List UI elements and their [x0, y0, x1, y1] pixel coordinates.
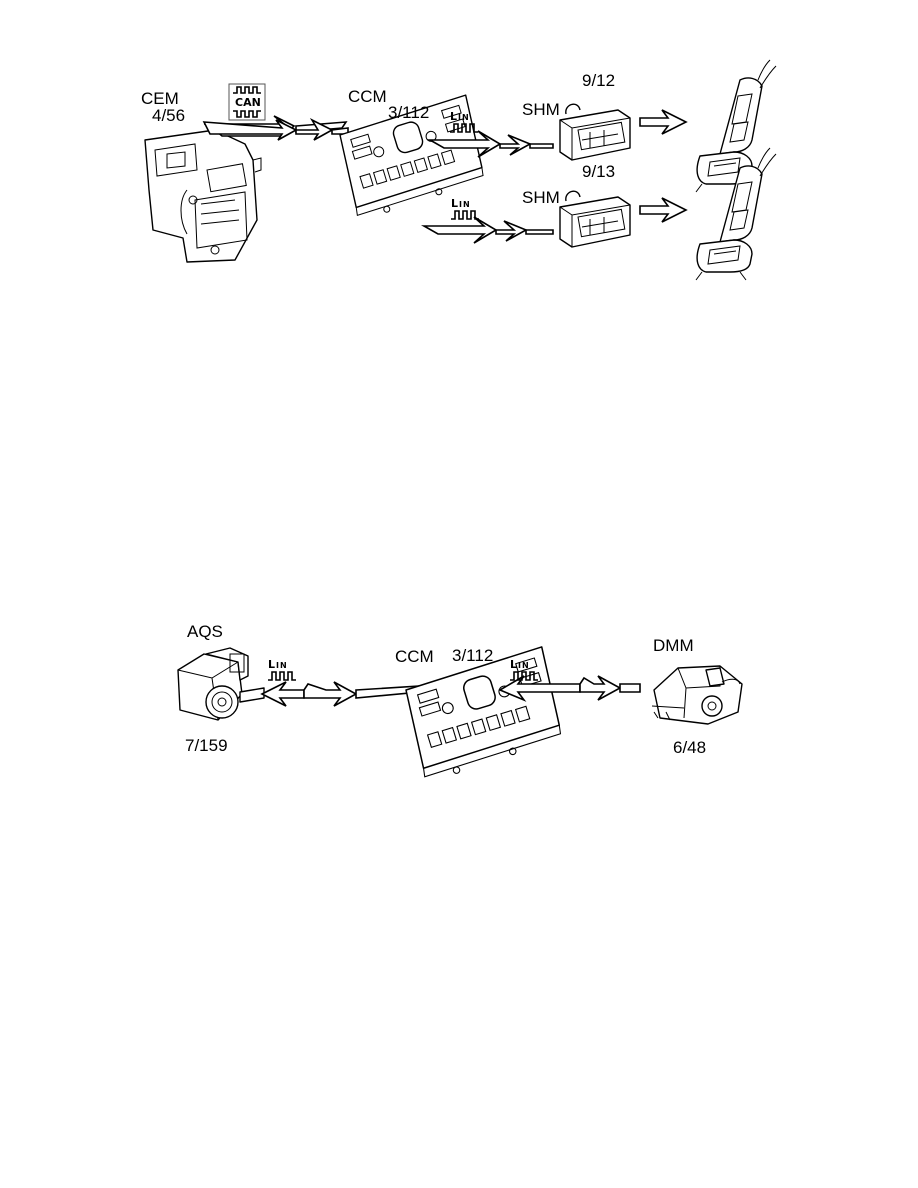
- ccm-bottom-code-label: 3/112: [452, 646, 494, 665]
- cem-module-icon: [144, 129, 262, 263]
- double-arrow-icon: [426, 130, 554, 158]
- single-arrow-icon: [639, 109, 688, 135]
- seat-icon: [695, 59, 777, 193]
- shm-front-name-label: SHM: [522, 100, 560, 119]
- dmm-name-label: DMM: [653, 636, 694, 655]
- aqs-name-label: AQS: [187, 622, 223, 641]
- shm-rear-code-label: 9/13: [582, 162, 616, 181]
- double-arrow-icon: [498, 675, 641, 702]
- single-arrow-icon: [639, 197, 688, 223]
- shm-front-code-label: 9/12: [582, 71, 616, 90]
- lin-bus-icon: [267, 657, 297, 681]
- double-arrow-icon: [420, 216, 554, 244]
- air-quality-sensor-icon: [177, 647, 265, 721]
- shm-rear-name-label: SHM: [522, 188, 560, 207]
- cem-code-label: 4/56: [152, 106, 186, 125]
- can-bus-icon: CAN: [228, 83, 266, 121]
- damper-motor-icon: [651, 665, 743, 725]
- aqs-code-label: 7/159: [185, 736, 228, 755]
- ccm-code-label: 3/112: [388, 103, 430, 122]
- double-arrow-icon: [260, 681, 421, 707]
- seat-heater-module-icon: [559, 103, 631, 161]
- lin-bus-icon: [450, 196, 480, 220]
- cem-name-label: CEM: [141, 89, 179, 108]
- ccm-bottom-name-label: CCM: [395, 647, 434, 666]
- dmm-code-label: 6/48: [673, 738, 707, 757]
- seat-heater-module-icon: [559, 190, 631, 248]
- can-badge-text: CAN: [235, 96, 261, 109]
- ccm-name-label: CCM: [348, 87, 387, 106]
